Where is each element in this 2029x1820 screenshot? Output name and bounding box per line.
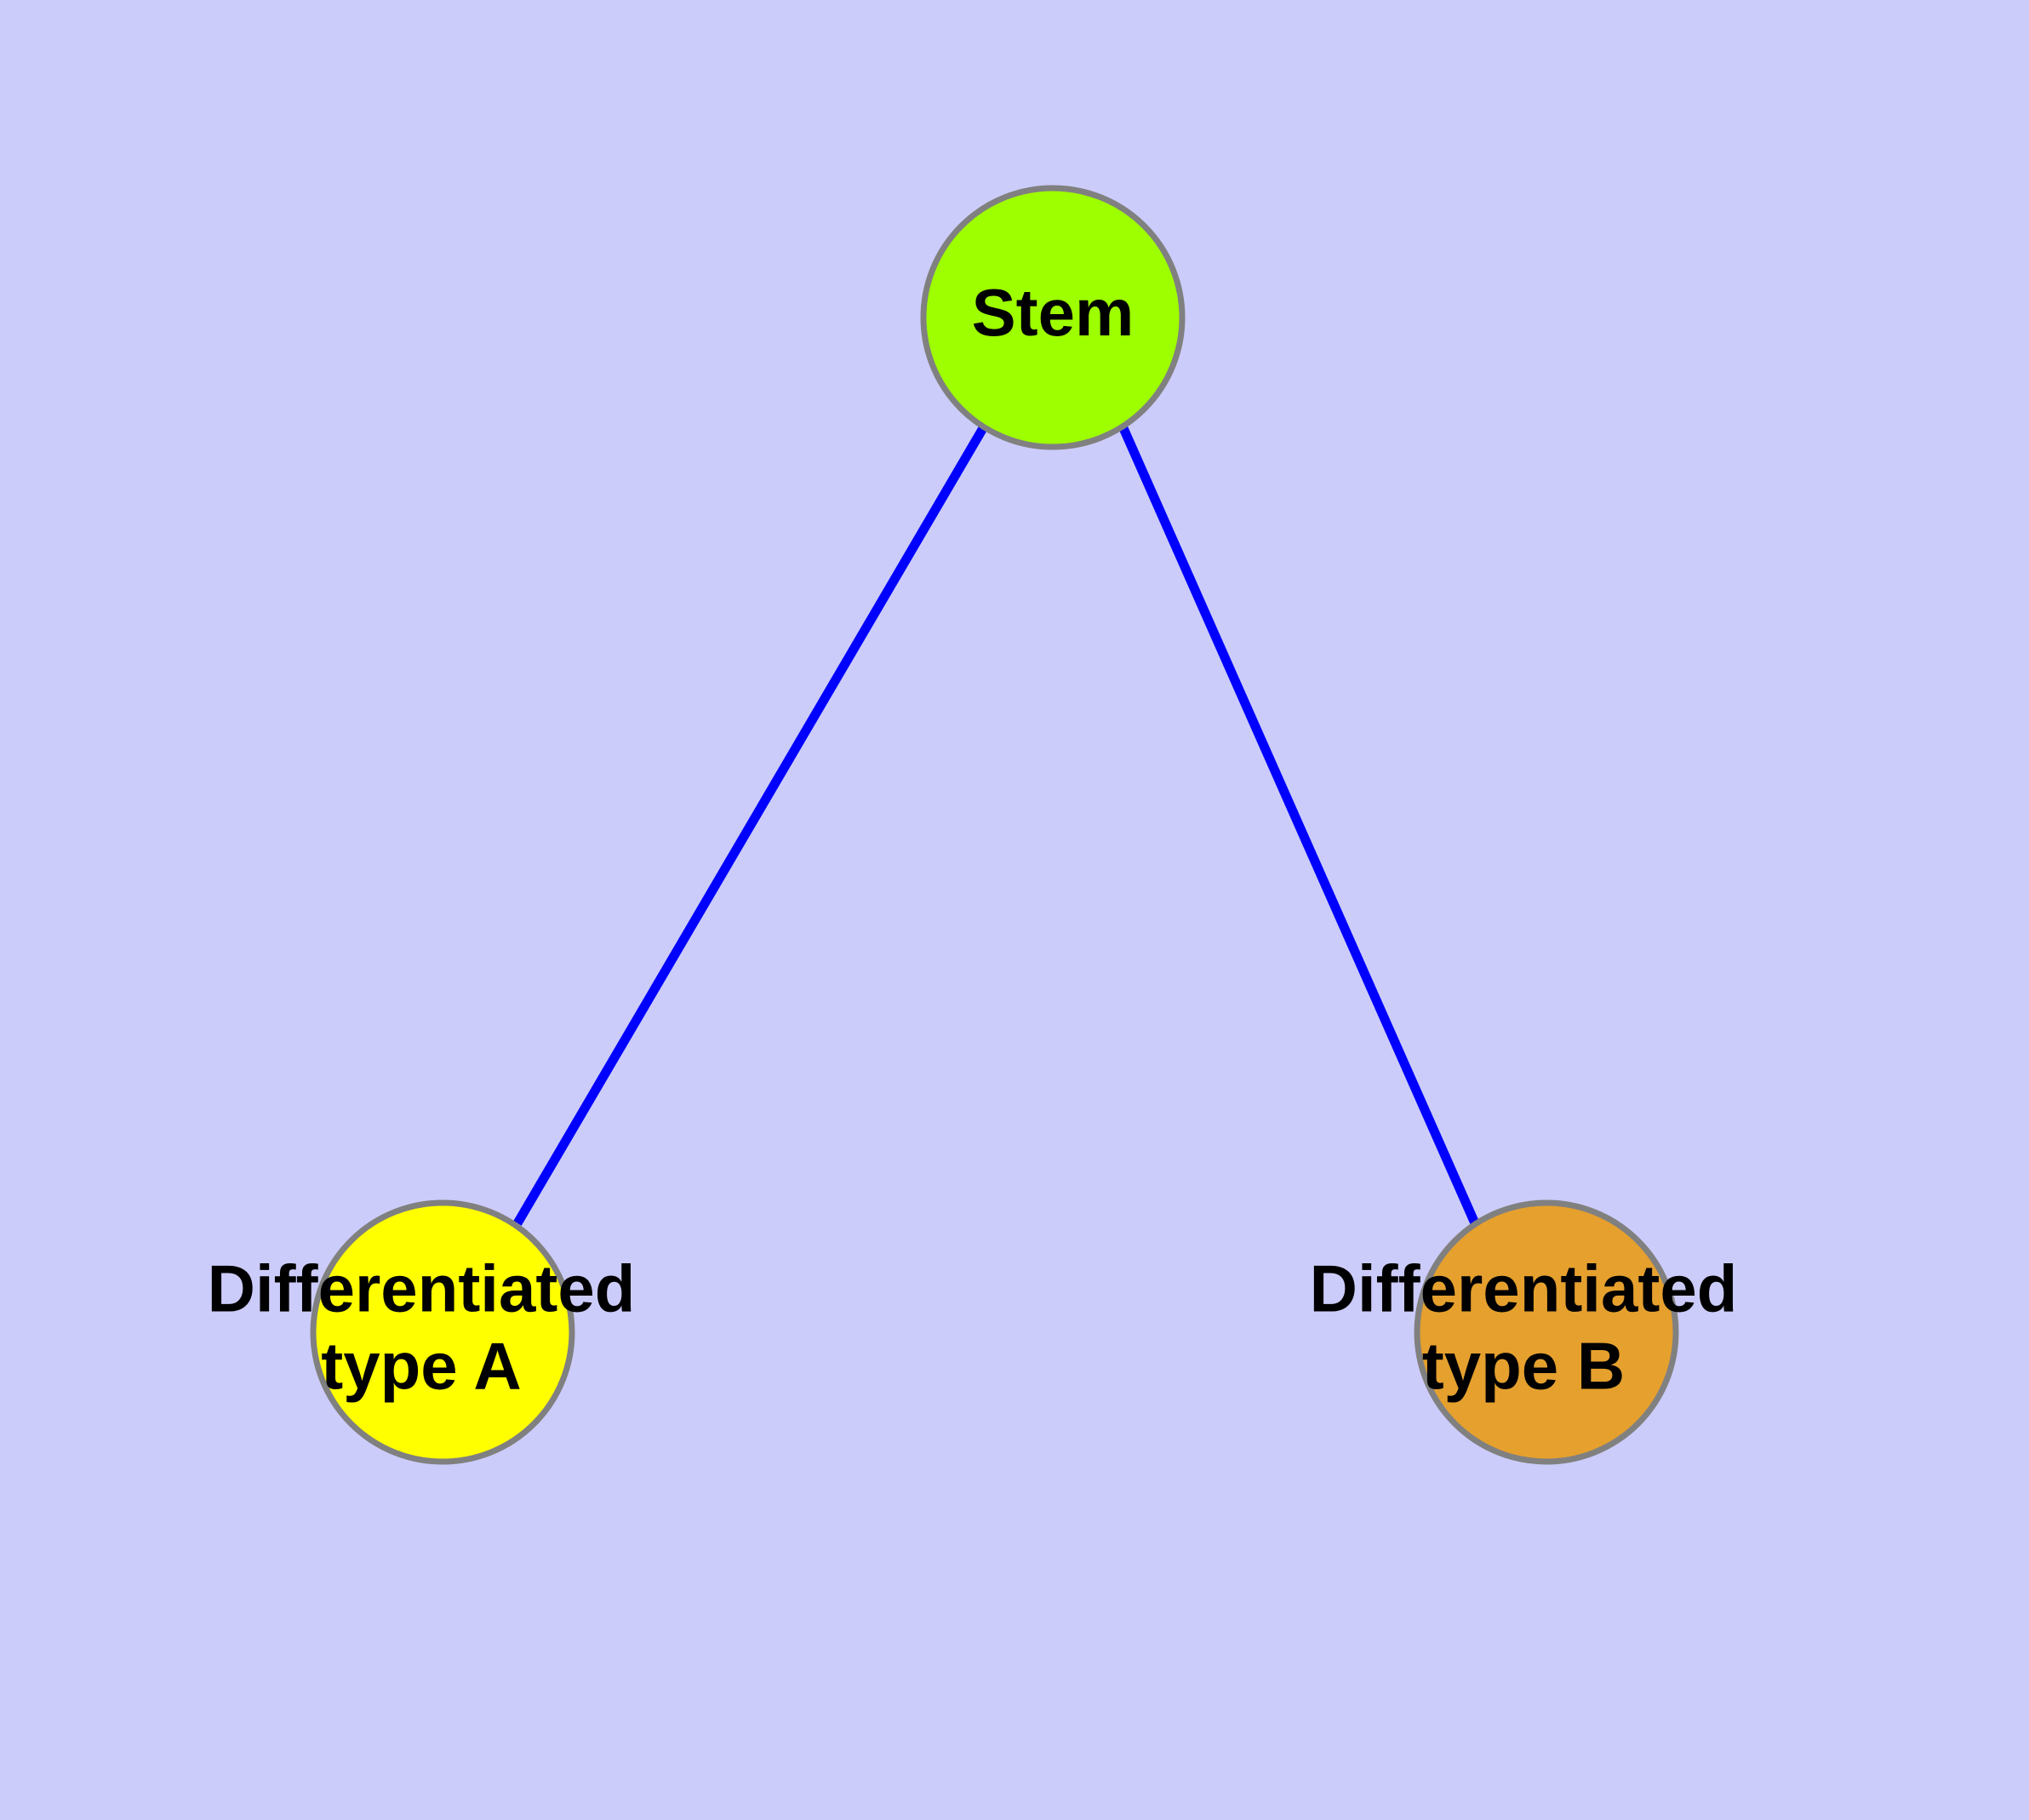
node-label-line: Differentiated [1310,1251,1738,1325]
edge-stem-to-b[interactable] [1118,426,1480,1226]
node-label-line: Differentiated [208,1251,636,1325]
node-diff_b[interactable] [1414,1199,1679,1465]
node-stem[interactable] [920,185,1186,450]
node-label-line: type B [1422,1328,1625,1403]
node-label-line: Stem [972,275,1135,350]
node-label-line: type A [321,1328,522,1403]
node-diff_a[interactable] [310,1199,575,1465]
node-label-stem: Stem [972,275,1135,350]
edges-group [513,426,1480,1226]
edge-stem-to-a[interactable] [513,426,987,1226]
nodes-group [310,185,1679,1465]
